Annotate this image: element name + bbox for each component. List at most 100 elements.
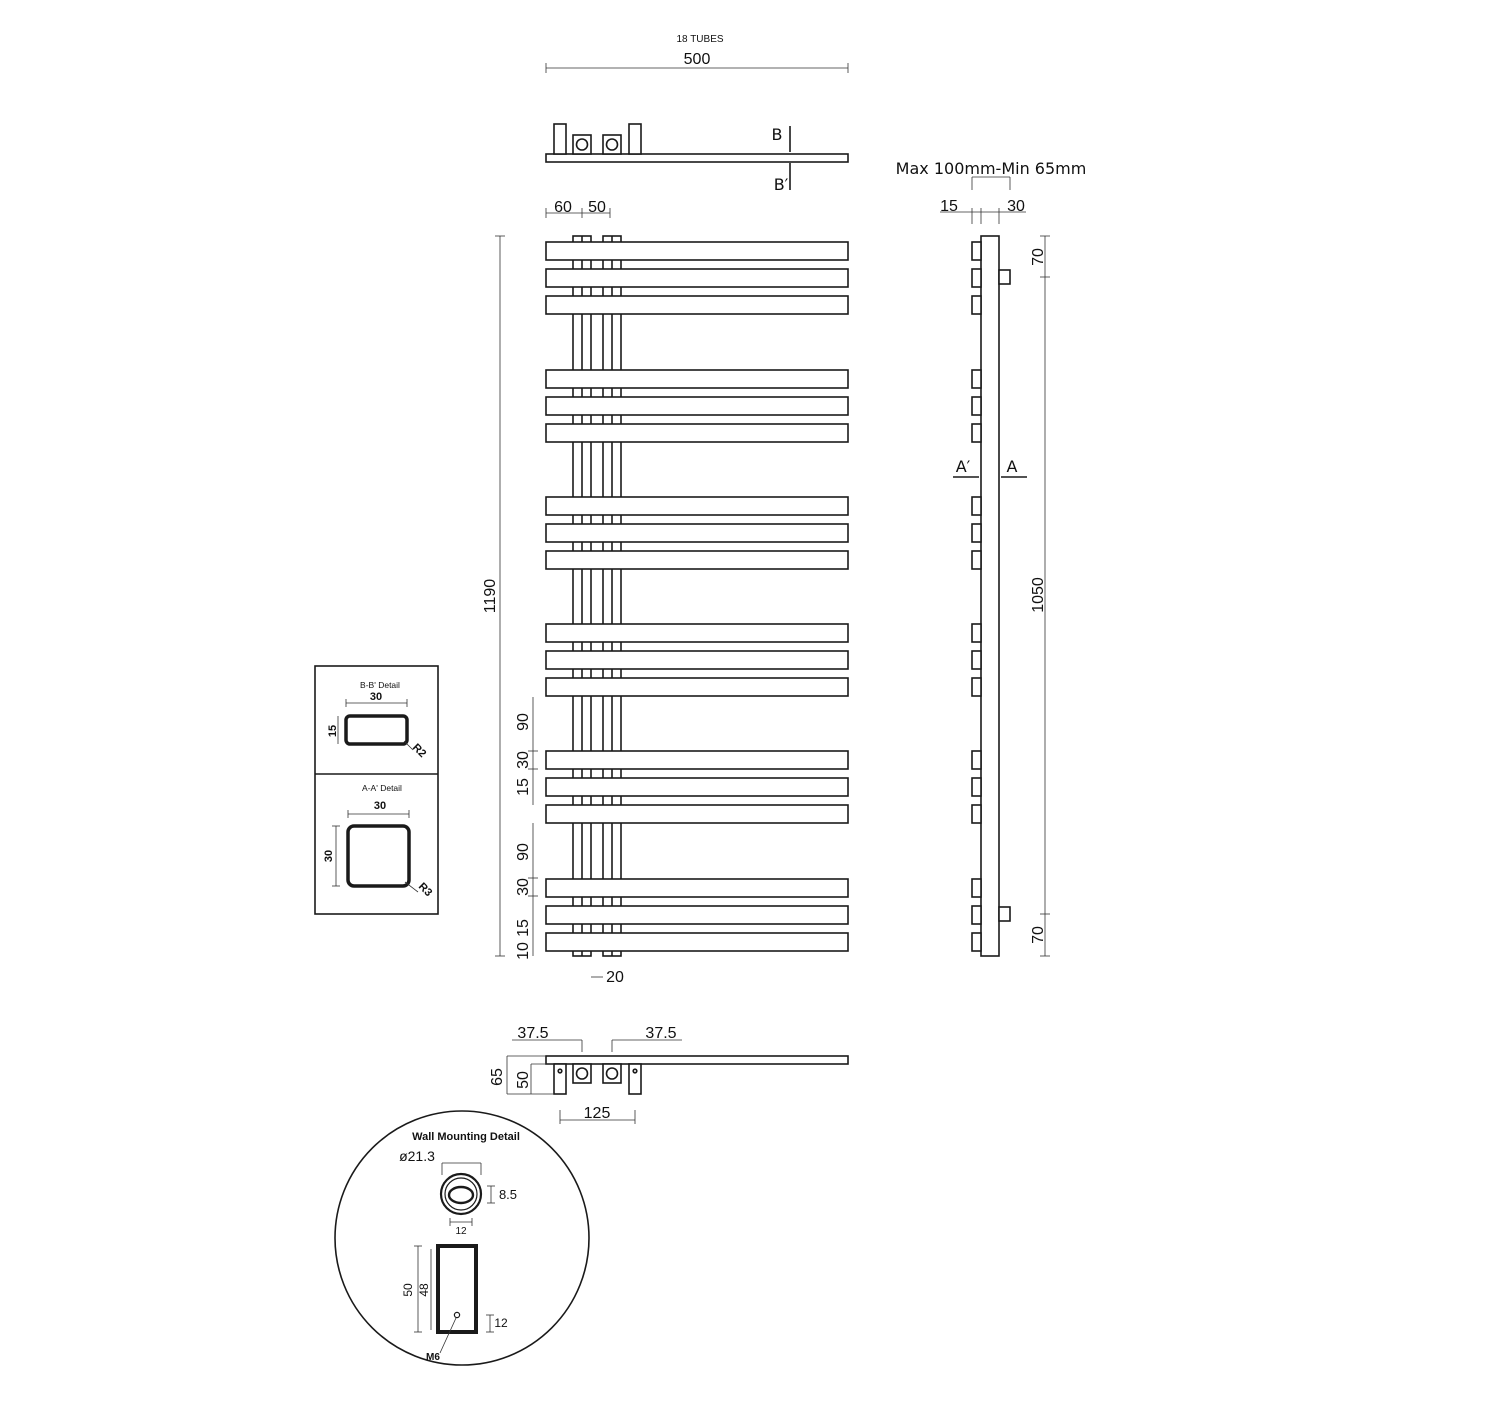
mount-ring xyxy=(439,1172,483,1216)
side-tube-12 xyxy=(971,677,982,697)
side-valve-bottom xyxy=(998,906,1011,922)
side-tube-6 xyxy=(971,423,982,443)
mount-slot xyxy=(447,1185,475,1205)
tube-2 xyxy=(545,268,849,288)
bottom-left-offset: 37.5 xyxy=(517,1025,548,1042)
tube-3 xyxy=(545,295,849,315)
side-tube-10 xyxy=(971,623,982,643)
aa-radius-label: R3 xyxy=(416,881,434,899)
aa-detail-title: A-A' Detail xyxy=(362,783,402,793)
side-tube-13 xyxy=(971,750,982,770)
details-frame xyxy=(314,665,439,915)
side-view: Max 100mm-Min 65mm 15 30 A′ A 70 1050 70 xyxy=(896,159,1087,957)
side-left-dim: 15 xyxy=(940,198,958,215)
side-centres-dim: 1050 xyxy=(1030,577,1047,613)
top-width-label: 500 xyxy=(684,51,711,68)
tube-8 xyxy=(545,523,849,543)
tube-1 xyxy=(545,241,849,261)
section-a-label: A xyxy=(1007,457,1018,476)
slot-height-label: 8.5 xyxy=(499,1187,517,1202)
lower-spacing-15: 15 xyxy=(515,919,532,937)
side-valve-top xyxy=(998,269,1011,285)
side-tube-3 xyxy=(971,295,982,315)
tube-16 xyxy=(545,878,849,898)
spacing-15: 15 xyxy=(515,778,532,796)
side-tube-18 xyxy=(971,932,982,952)
bracket-height-label: 50 xyxy=(401,1283,415,1297)
tube-5 xyxy=(545,396,849,416)
side-bottom-dim: 70 xyxy=(1030,926,1047,944)
tube-9 xyxy=(545,550,849,570)
mount-hole xyxy=(453,1311,461,1319)
tube-group xyxy=(545,241,849,952)
tube-7 xyxy=(545,496,849,516)
mount-bracket xyxy=(436,1244,478,1334)
side-tube-15 xyxy=(971,804,982,824)
bb-radius-label: R2 xyxy=(410,742,428,760)
tube-17 xyxy=(545,905,849,925)
top-offset-right: 50 xyxy=(588,199,606,216)
side-tube-17 xyxy=(971,905,982,925)
height-label: 1190 xyxy=(482,579,499,614)
screw-label: M6 xyxy=(426,1352,440,1363)
bottom-view: 37.5 37.5 65 50 125 xyxy=(489,1025,849,1124)
side-tube-14 xyxy=(971,777,982,797)
side-tube-2 xyxy=(971,268,982,288)
wall-mount-detail: Wall Mounting Detail ø21.3 8.5 12 50 48 … xyxy=(334,1110,590,1366)
tube-12 xyxy=(545,677,849,697)
projection-label: Max 100mm-Min 65mm xyxy=(896,159,1087,178)
slot-width-label: 12 xyxy=(455,1226,467,1237)
side-tube-11 xyxy=(971,650,982,670)
top-bar xyxy=(545,153,849,163)
side-tube-4 xyxy=(971,369,982,389)
bb-width-label: 30 xyxy=(370,691,382,703)
tube-18 xyxy=(545,932,849,952)
top-offset-left: 60 xyxy=(554,199,572,216)
side-tube-9 xyxy=(971,550,982,570)
top-view: 18 TUBES 500 B B′ xyxy=(545,34,849,194)
wall-mount-title: Wall Mounting Detail xyxy=(412,1131,520,1143)
bracket-centres-label: 125 xyxy=(584,1105,611,1122)
section-b-prime-label: B′ xyxy=(774,175,789,194)
lower-spacing-10: 10 xyxy=(515,942,532,960)
bracket-inner-label: 48 xyxy=(417,1283,431,1297)
tube-14 xyxy=(545,777,849,797)
tube-15 xyxy=(545,804,849,824)
bb-detail-title: B-B' Detail xyxy=(360,680,400,690)
section-details-panel: B-B' Detail 30 15 R2 A-A' Detail 30 30 R… xyxy=(314,665,439,915)
section-a-prime-label: A′ xyxy=(956,457,971,476)
spacing-90: 90 xyxy=(515,713,532,731)
tube-4 xyxy=(545,369,849,389)
side-tube-8 xyxy=(971,523,982,543)
lower-spacing-90: 90 xyxy=(515,843,532,861)
aa-width-label: 30 xyxy=(374,800,386,812)
tube-11 xyxy=(545,650,849,670)
wall-mount-circle xyxy=(334,1110,590,1366)
side-tube-16 xyxy=(971,878,982,898)
tube-6 xyxy=(545,423,849,443)
aa-profile xyxy=(346,824,411,888)
lower-spacing-30: 30 xyxy=(515,878,532,896)
side-column xyxy=(980,235,1000,957)
bottom-depth-total: 65 xyxy=(489,1068,506,1086)
side-tube-group xyxy=(971,241,982,952)
hole-offset-label: 12 xyxy=(494,1316,508,1330)
bb-profile xyxy=(344,714,409,746)
bottom-bar xyxy=(545,1055,849,1065)
side-tube-1 xyxy=(971,241,982,261)
section-b-label: B xyxy=(772,125,783,144)
front-view: 60 50 1190 90 30 15 90 30 15 10 20 xyxy=(482,199,849,986)
tubes-label: 18 TUBES xyxy=(676,34,723,45)
spacing-30: 30 xyxy=(515,751,532,769)
aa-height-label: 30 xyxy=(323,850,335,862)
wall-mount-diameter: ø21.3 xyxy=(399,1148,435,1164)
side-tube-5 xyxy=(971,396,982,416)
bottom-offset-label: 20 xyxy=(606,969,624,986)
bb-height-label: 15 xyxy=(327,725,339,737)
side-top-dim: 70 xyxy=(1030,248,1047,266)
bottom-depth-bracket: 50 xyxy=(515,1071,532,1089)
bottom-right-offset: 37.5 xyxy=(645,1025,676,1042)
side-tube-7 xyxy=(971,496,982,516)
tube-10 xyxy=(545,623,849,643)
